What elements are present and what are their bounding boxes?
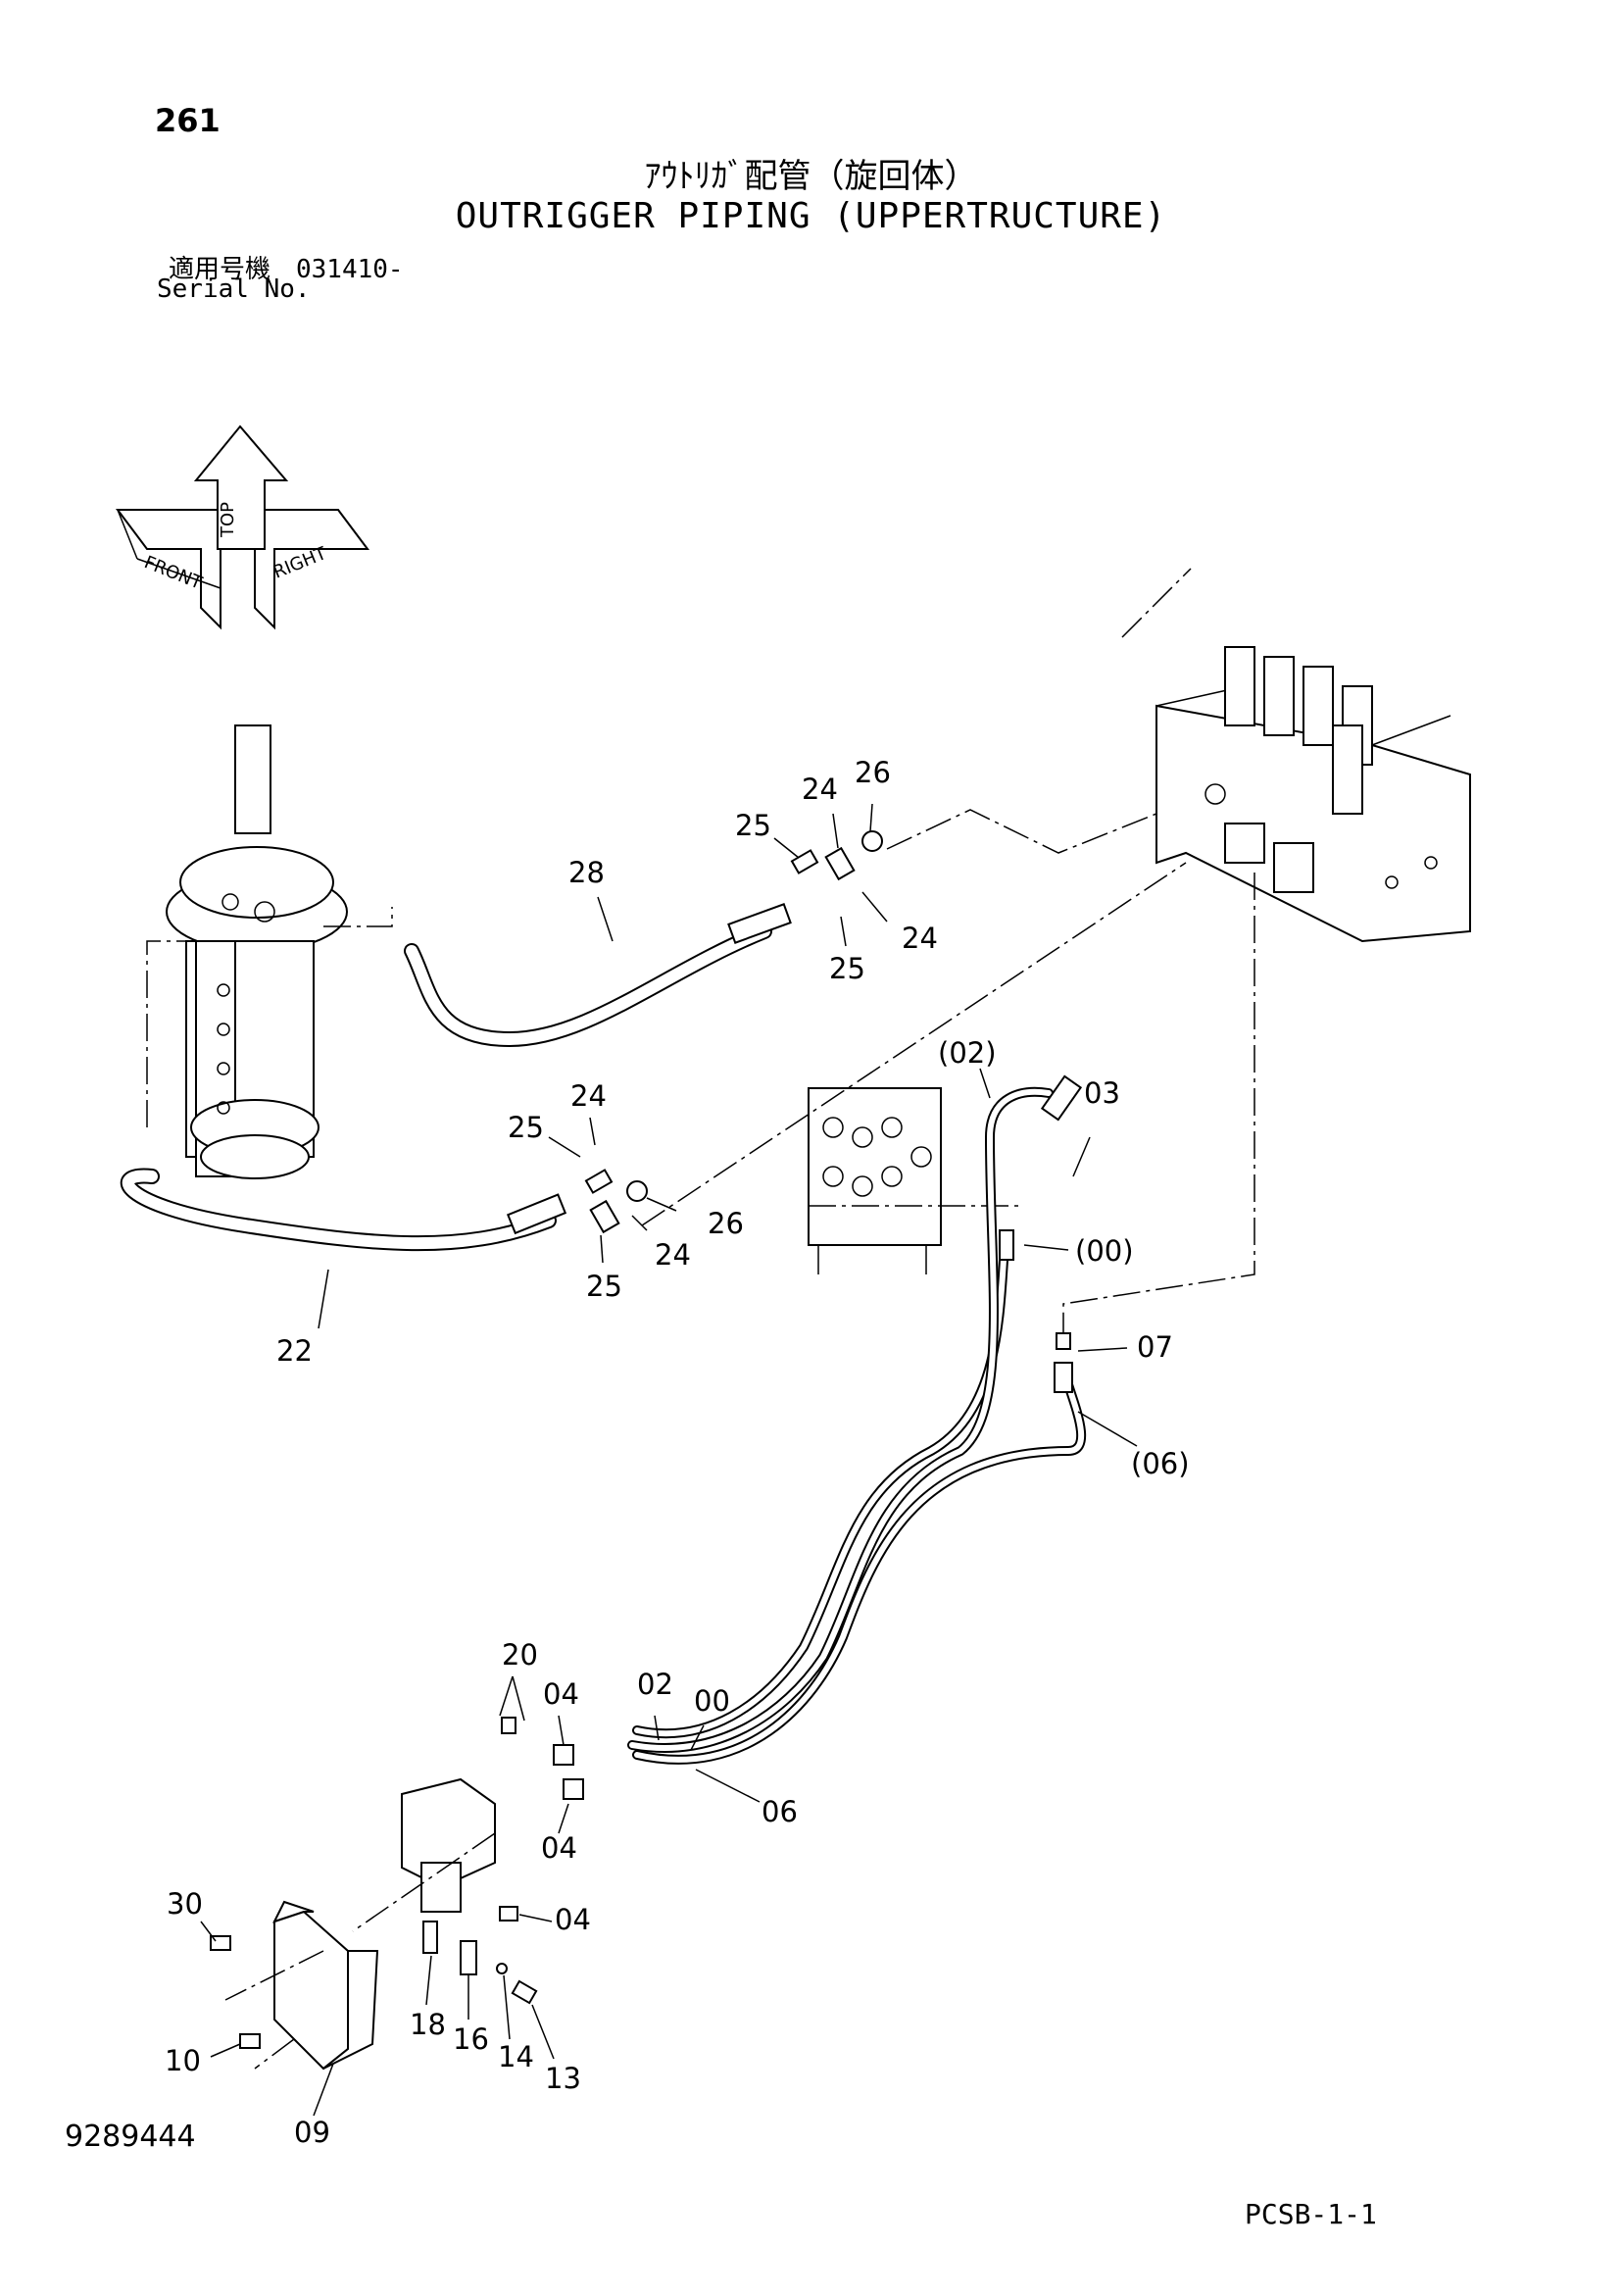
callout-02: 02 <box>637 1668 673 1701</box>
alignment-lines <box>146 568 1255 2070</box>
outrigger-valve <box>272 1777 496 2071</box>
page-number: 261 <box>155 102 221 139</box>
hose-22 <box>120 1168 567 1252</box>
leader-lines <box>200 803 1138 2117</box>
hose-bundle <box>627 1074 1087 1765</box>
title-japanese: ｱｳﾄﾘｶﾞ配管（旋回体） <box>644 157 978 196</box>
callout-26: 26 <box>855 756 891 789</box>
callout-26: 26 <box>708 1207 744 1240</box>
callout-25: 25 <box>508 1111 544 1144</box>
callout-28: 28 <box>568 856 605 889</box>
callout-25: 25 <box>735 809 771 842</box>
callout-00: 00 <box>694 1684 730 1718</box>
callout-24: 24 <box>902 922 938 955</box>
callout-24: 24 <box>802 773 838 806</box>
callout-16: 16 <box>453 2022 489 2056</box>
callout-09: 09 <box>294 2116 330 2149</box>
pilot-valve <box>808 1087 942 1274</box>
serial-label-japanese: 適用号機 031410- <box>169 255 404 284</box>
callout-03: 03 <box>1084 1076 1120 1110</box>
title-english: OUTRIGGER PIPING (UPPERTRUCTURE) <box>455 196 1167 236</box>
hose-28 <box>404 903 792 1048</box>
callout-04: 04 <box>541 1831 577 1865</box>
callout-30: 30 <box>167 1887 203 1921</box>
callout-14: 14 <box>498 2040 534 2073</box>
callout-25: 25 <box>829 952 865 985</box>
callout-20: 20 <box>502 1638 538 1672</box>
control-valve <box>1155 646 1471 943</box>
callout-06-parenthesized: (06) <box>1131 1447 1190 1480</box>
callout-04: 04 <box>555 1903 591 1936</box>
callout-18: 18 <box>410 2008 446 2041</box>
callout-24: 24 <box>570 1079 607 1113</box>
callout-04: 04 <box>543 1677 579 1711</box>
orientation-indicator: FRONT TOP RIGHT <box>116 424 369 630</box>
callout-02-parenthesized: (02) <box>938 1036 997 1070</box>
callout-07: 07 <box>1137 1330 1173 1364</box>
callout-22: 22 <box>276 1334 313 1368</box>
page-code: PCSB-1-1 <box>1245 2198 1377 2230</box>
callout-25: 25 <box>586 1270 622 1303</box>
swivel-joint <box>166 724 348 1179</box>
callout-labels: 28 25 24 26 24 25 24 25 26 24 25 22 (02)… <box>165 756 1190 2149</box>
orientation-top-label: TOP <box>218 502 238 538</box>
callout-10: 10 <box>165 2044 201 2077</box>
orientation-front-label: FRONT <box>141 552 206 594</box>
drawing-number: 9289444 <box>65 2120 196 2154</box>
callout-24: 24 <box>655 1238 691 1272</box>
callout-06: 06 <box>762 1795 798 1828</box>
fittings <box>210 830 883 2049</box>
serial-label-english: Serial No. <box>157 275 311 304</box>
callout-13: 13 <box>545 2062 581 2095</box>
callout-00-parenthesized: (00) <box>1075 1234 1134 1268</box>
